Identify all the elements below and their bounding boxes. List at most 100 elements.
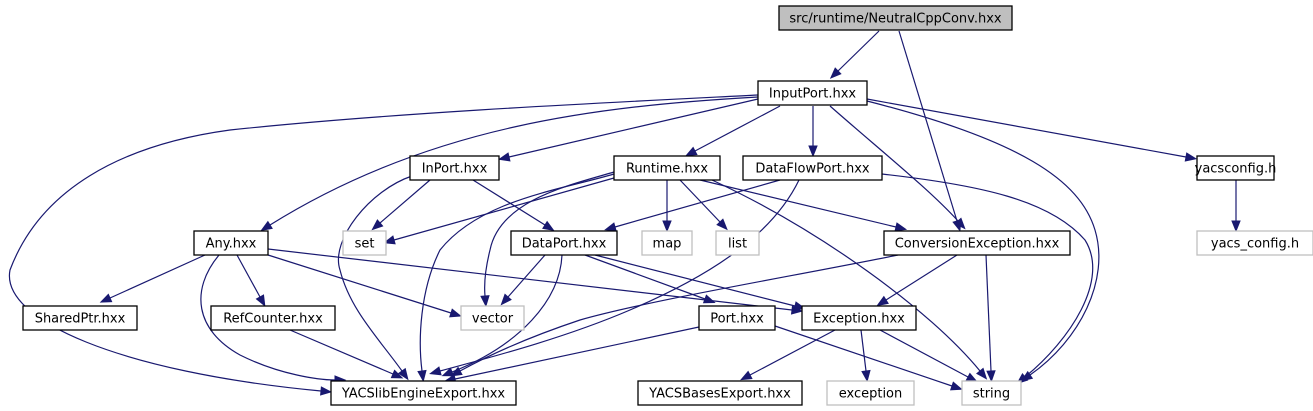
node-label: SharedPtr.hxx	[35, 312, 126, 327]
edge-DataPort-to-Port	[584, 254, 716, 304]
arrowhead-icon	[1184, 152, 1198, 162]
arrowhead-icon	[894, 222, 908, 232]
arrowhead-icon	[260, 220, 273, 232]
edge-line	[584, 254, 706, 300]
edge-line	[269, 96, 759, 226]
node-label: yacs_config.h	[1211, 237, 1299, 252]
node-box	[22, 305, 138, 331]
nodes-layer: src/runtime/NeutralCppConv.hxxInputPort.…	[22, 5, 1313, 406]
arrowhead-icon	[450, 366, 463, 377]
arrowhead-icon	[662, 220, 672, 233]
edge-line	[379, 179, 431, 224]
arrowhead-icon	[542, 220, 555, 232]
node-label: string	[973, 387, 1010, 402]
edge-line	[451, 254, 563, 373]
node-label: src/runtime/NeutralCppConv.hxx	[789, 12, 1002, 27]
node-sharedptr[interactable]: SharedPtr.hxx	[22, 305, 138, 331]
edge-line	[594, 254, 796, 307]
node-port[interactable]: Port.hxx	[698, 305, 776, 331]
node-yacsbasesexport[interactable]: YACSBasesExport.hxx	[637, 380, 803, 406]
edge-InputPort-to-Any	[260, 96, 759, 232]
arrowhead-icon	[497, 152, 511, 162]
edge-line	[829, 105, 959, 222]
node-dataport[interactable]: DataPort.hxx	[510, 230, 618, 256]
node-box	[1196, 155, 1275, 181]
edge-line	[236, 254, 261, 298]
node-box	[330, 380, 517, 406]
node-box	[801, 305, 917, 331]
edge-line	[866, 100, 1100, 376]
node-box	[826, 380, 915, 406]
edge-line	[507, 254, 546, 298]
arrowhead-icon	[954, 217, 966, 230]
edge-line	[8, 94, 759, 392]
node-yacslibengineexport[interactable]: YACSlibEngineExport.hxx	[330, 380, 517, 406]
node-refcounter[interactable]: RefCounter.hxx	[210, 305, 336, 331]
arrowhead-icon	[320, 386, 333, 396]
node-yacsconfig[interactable]: yacsconfig.h	[1195, 155, 1277, 181]
node-conversionexception[interactable]: ConversionException.hxx	[883, 230, 1071, 256]
arrowhead-icon	[255, 294, 266, 307]
edge-Port-to-string	[774, 325, 963, 391]
node-box	[742, 155, 883, 181]
node-box	[698, 305, 776, 331]
edge-line	[614, 179, 781, 228]
arrowhead-icon	[429, 366, 442, 376]
node-root[interactable]: src/runtime/NeutralCppConv.hxx	[778, 5, 1013, 31]
edge-line	[472, 179, 546, 226]
edge-Runtime-to-ConversionException	[699, 179, 908, 232]
edge-line	[337, 175, 413, 372]
arrowhead-icon	[861, 369, 871, 383]
edge-Exception-to-exception	[860, 329, 871, 383]
node-label: Runtime.hxx	[626, 162, 708, 177]
node-box	[510, 230, 618, 256]
edge-InPort-to-DataPort	[472, 179, 555, 232]
edge-line	[109, 254, 206, 299]
node-runtime[interactable]: Runtime.hxx	[613, 155, 721, 181]
edge-line	[459, 254, 899, 372]
arrowhead-icon	[876, 295, 889, 307]
arrowhead-icon	[480, 295, 490, 308]
edge-line	[419, 173, 615, 372]
arrowhead-icon	[449, 308, 462, 318]
edge-ConversionException-to-YACSlibEngineExport	[450, 254, 899, 377]
arrowhead-icon	[417, 369, 427, 383]
node-box	[778, 5, 1013, 31]
node-label: InputPort.hxx	[769, 87, 856, 102]
node-label: DataFlowPort.hxx	[755, 162, 870, 177]
node-label: map	[653, 237, 682, 252]
edge-ConversionException-to-Exception	[876, 254, 958, 307]
node-inport[interactable]: InPort.hxx	[409, 155, 500, 181]
edge-root-to-ConversionException	[898, 30, 962, 232]
edge-line	[679, 179, 721, 223]
edge-ConversionException-to-string	[985, 254, 996, 383]
node-box	[210, 305, 336, 331]
node-box	[460, 305, 525, 331]
edge-line	[774, 325, 953, 387]
node-label: list	[728, 237, 747, 252]
edge-line	[484, 171, 615, 297]
edge-Exception-to-string	[879, 329, 979, 383]
arrowhead-icon	[383, 235, 396, 245]
node-string: string	[961, 380, 1022, 406]
edge-DataPort-to-Exception	[594, 254, 806, 311]
node-any[interactable]: Any.hxx	[193, 230, 269, 256]
node-inputport[interactable]: InputPort.hxx	[757, 80, 868, 106]
edge-Port-to-YACSlibEngineExport	[443, 326, 700, 384]
node-dataflowport[interactable]: DataFlowPort.hxx	[742, 155, 883, 181]
arrowhead-icon	[716, 218, 728, 231]
arrowhead-icon	[500, 293, 512, 306]
arrowhead-icon	[976, 367, 988, 380]
edge-line	[694, 105, 781, 152]
edge-InPort-to-set	[371, 179, 431, 231]
edge-Any-to-SharedPtr	[99, 254, 206, 303]
node-box	[1196, 230, 1313, 256]
edge-line	[860, 329, 867, 372]
node-exception[interactable]: Exception.hxx	[801, 305, 917, 331]
node-label: Exception.hxx	[813, 312, 905, 327]
edge-line	[699, 179, 897, 228]
edge-DataPort-to-vector	[500, 254, 546, 306]
node-exception: exception	[826, 380, 915, 406]
edge-line	[267, 254, 452, 314]
arrowhead-icon	[397, 367, 409, 381]
